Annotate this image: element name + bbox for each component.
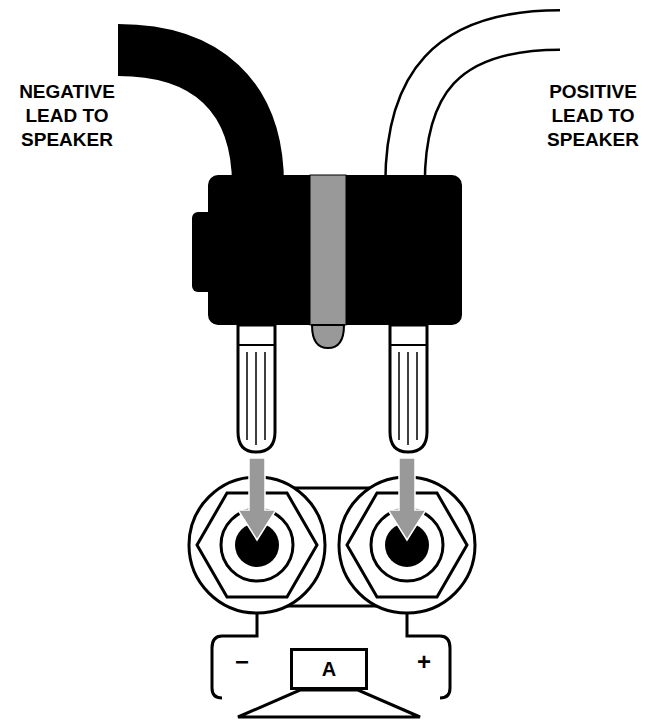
positive-pin: [390, 325, 427, 452]
positive-cable: [405, 30, 560, 185]
polarity-sign: −: [222, 648, 262, 676]
plug-stripe: [310, 175, 346, 325]
negative-wire: [212, 613, 257, 698]
node-text: A: [322, 658, 336, 681]
lead-label: NEGATIVE LEAD TO SPEAKER: [6, 80, 128, 152]
insert-arrow: [238, 458, 276, 540]
plug-stripe-tab: [312, 325, 344, 348]
negative-cable: [118, 50, 258, 185]
positive-cable-outline: [405, 30, 560, 185]
polarity-sign: +: [404, 648, 444, 676]
speaker-magnet: A: [290, 648, 368, 690]
plug-body: [208, 175, 462, 325]
lead-label: POSITIVE LEAD TO SPEAKER: [532, 80, 654, 152]
insert-arrow: [388, 458, 426, 540]
negative-pin: [238, 325, 275, 452]
speaker-cone: [238, 690, 420, 717]
